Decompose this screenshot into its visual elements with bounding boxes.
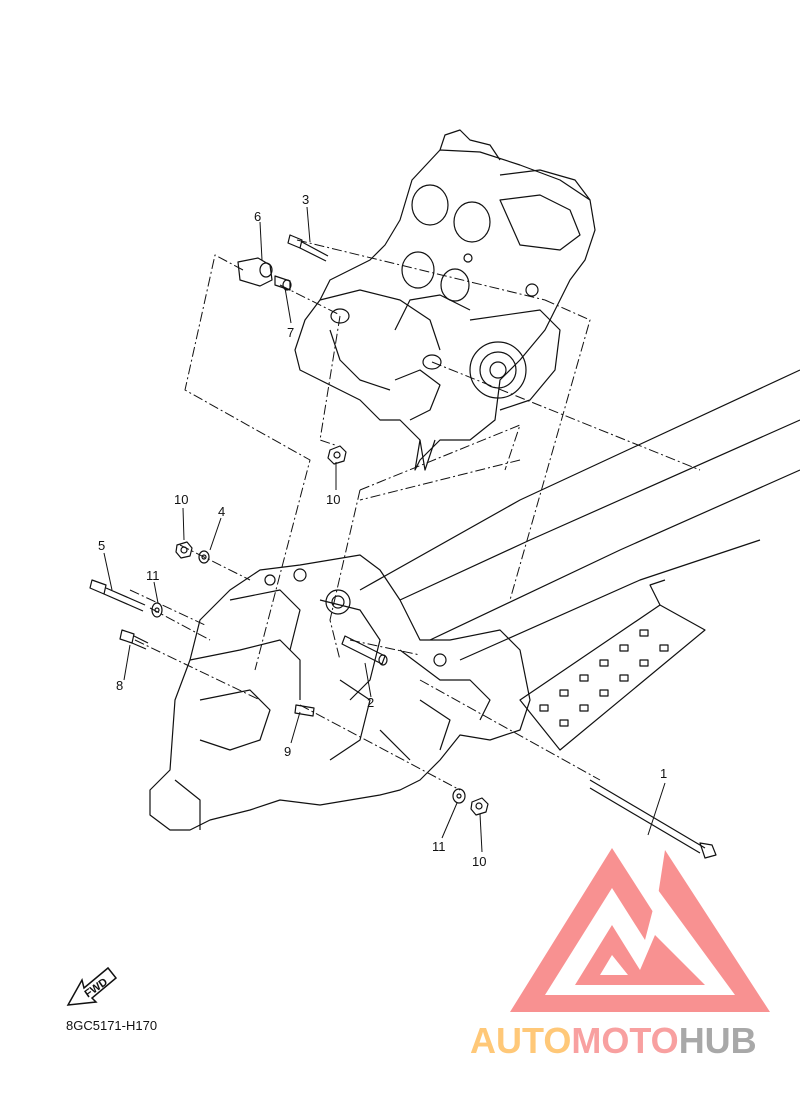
watermark-logo-icon <box>510 848 770 1012</box>
callout-11-right: 11 <box>432 839 446 854</box>
callout-9: 9 <box>284 744 291 759</box>
fwd-arrow-icon: FWD <box>66 966 118 1006</box>
alignment-lines <box>129 239 701 791</box>
part-nut-10c <box>470 797 489 816</box>
brand-part-moto: MOTO <box>571 1020 679 1061</box>
callout-4: 4 <box>218 504 225 519</box>
watermark-brand: AUTOMOTOHUB <box>470 1020 757 1062</box>
frame-chassis <box>149 369 800 831</box>
callout-6: 6 <box>254 209 261 224</box>
part-bolt-1 <box>589 779 717 859</box>
leader-lines <box>103 206 666 853</box>
engine-block <box>294 129 596 471</box>
brand-part-auto: AUTO <box>470 1020 572 1061</box>
callout-1: 1 <box>660 766 667 781</box>
callout-10-engine: 10 <box>326 492 340 507</box>
part-nut-10b <box>175 541 193 559</box>
part-washer-11a <box>151 602 163 618</box>
callout-11-left: 11 <box>146 568 160 583</box>
part-bolt-3 <box>287 234 329 262</box>
callout-8: 8 <box>116 678 123 693</box>
part-stud-2 <box>341 635 388 666</box>
callout-10-left: 10 <box>174 492 188 507</box>
brand-part-hub: HUB <box>678 1020 757 1061</box>
part-stud-9 <box>294 704 315 717</box>
part-bolt-5 <box>89 579 146 612</box>
drawing-code: 8GC5171-H170 <box>66 1018 158 1033</box>
part-bracket-6 <box>237 257 273 287</box>
part-washer-4 <box>198 550 210 564</box>
part-bolt-8 <box>119 629 149 650</box>
callout-10-right: 10 <box>472 854 486 869</box>
callout-labels: 1 2 3 4 5 6 7 8 9 10 10 10 11 11 <box>98 192 667 869</box>
footrest-holes <box>539 629 669 727</box>
callout-3: 3 <box>302 192 309 207</box>
part-washer-11b <box>452 788 466 804</box>
callout-2: 2 <box>367 695 374 710</box>
part-collar-7 <box>274 275 292 291</box>
callout-7: 7 <box>287 325 294 340</box>
callout-5: 5 <box>98 538 105 553</box>
part-nut-10a <box>327 445 347 465</box>
